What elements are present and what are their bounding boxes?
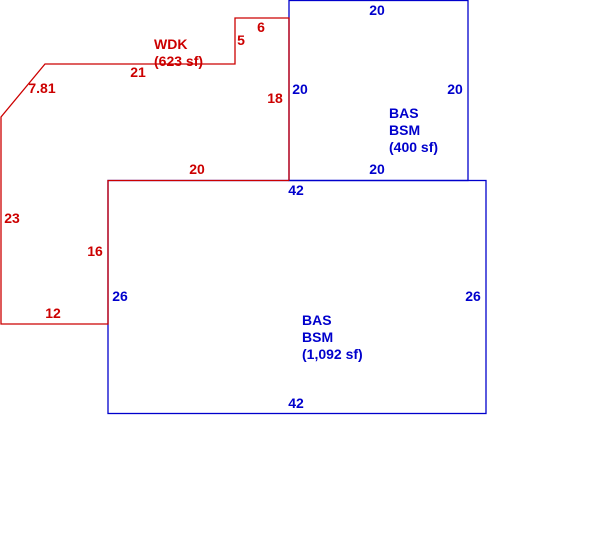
lower-bas-dim-top: 42 (288, 182, 304, 198)
wdk-area: (623 sf) (154, 53, 203, 69)
wdk-dim-23: 23 (4, 210, 20, 226)
wdk-dim-diagonal: 7.81 (28, 80, 55, 96)
lower-bas-area: (1,092 sf) (302, 346, 363, 362)
lower-bas-label-bsm: BSM (302, 329, 333, 345)
wdk-dim-step: 5 (237, 32, 245, 48)
upper-bas-dim-right: 20 (447, 81, 463, 97)
lower-bas-dim-right: 26 (465, 288, 481, 304)
wdk-label: WDK (154, 36, 187, 52)
upper-bas-dim-top: 20 (369, 2, 385, 18)
wdk-outline (0, 17, 290, 325)
wdk-dim-21: 21 (130, 64, 146, 80)
upper-bas-area: (400 sf) (389, 139, 438, 155)
upper-bas-label-bas: BAS (389, 105, 419, 121)
upper-bas-dim-bottom: 20 (369, 161, 385, 177)
wdk-dim-12: 12 (45, 305, 61, 321)
lower-bas-outline (107, 179, 487, 415)
upper-bas-outline (288, 0, 469, 182)
wdk-dim-16: 16 (87, 243, 103, 259)
lower-bas-dim-bottom: 42 (288, 395, 304, 411)
upper-bas-dim-left: 20 (292, 81, 308, 97)
lower-bas-dim-left: 26 (112, 288, 128, 304)
upper-bas-label-bsm: BSM (389, 122, 420, 138)
wdk-dim-18: 18 (267, 90, 283, 106)
wdk-dim-20: 20 (189, 161, 205, 177)
wdk-dim-top-small: 6 (257, 19, 265, 35)
lower-bas-label-bas: BAS (302, 312, 332, 328)
